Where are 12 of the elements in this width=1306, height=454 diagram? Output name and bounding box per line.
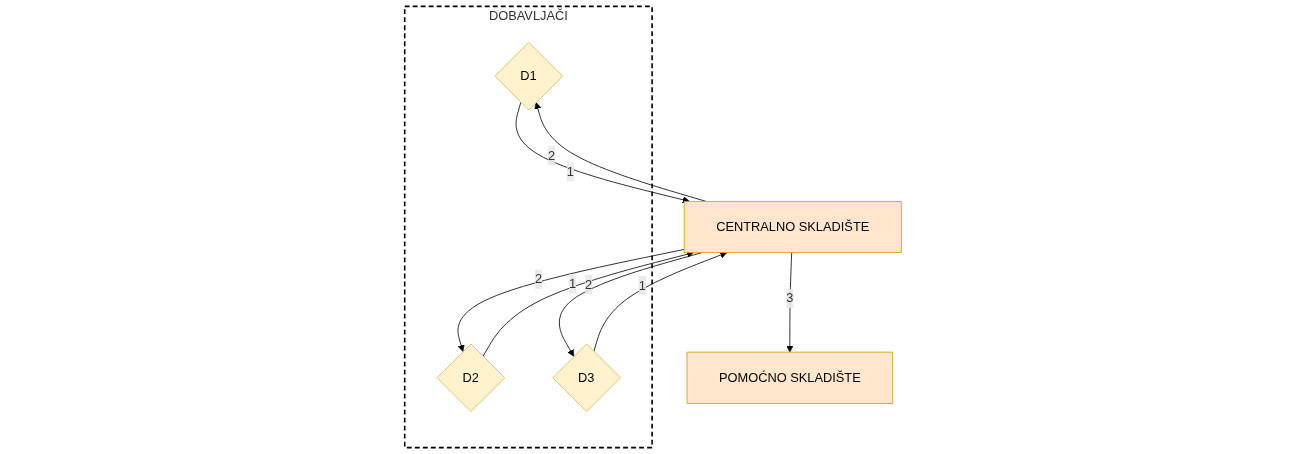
edge-label: 2 xyxy=(585,277,593,291)
node-diamond: D3 xyxy=(552,343,621,412)
edge-label: 1 xyxy=(566,164,574,179)
edge-label: 1 xyxy=(569,276,577,291)
node-diamond: D1 xyxy=(494,42,563,111)
node-box: CENTRALNO SKLADIŠTE xyxy=(683,200,902,254)
edge-label: 2 xyxy=(535,272,543,286)
edge-label: 3 xyxy=(786,291,794,305)
node-diamond: D2 xyxy=(436,343,506,412)
edge-label: 1 xyxy=(638,278,646,292)
edge-label: 2 xyxy=(547,148,556,163)
node-box: POMOĆNO SKLADIŠTE xyxy=(686,351,894,404)
